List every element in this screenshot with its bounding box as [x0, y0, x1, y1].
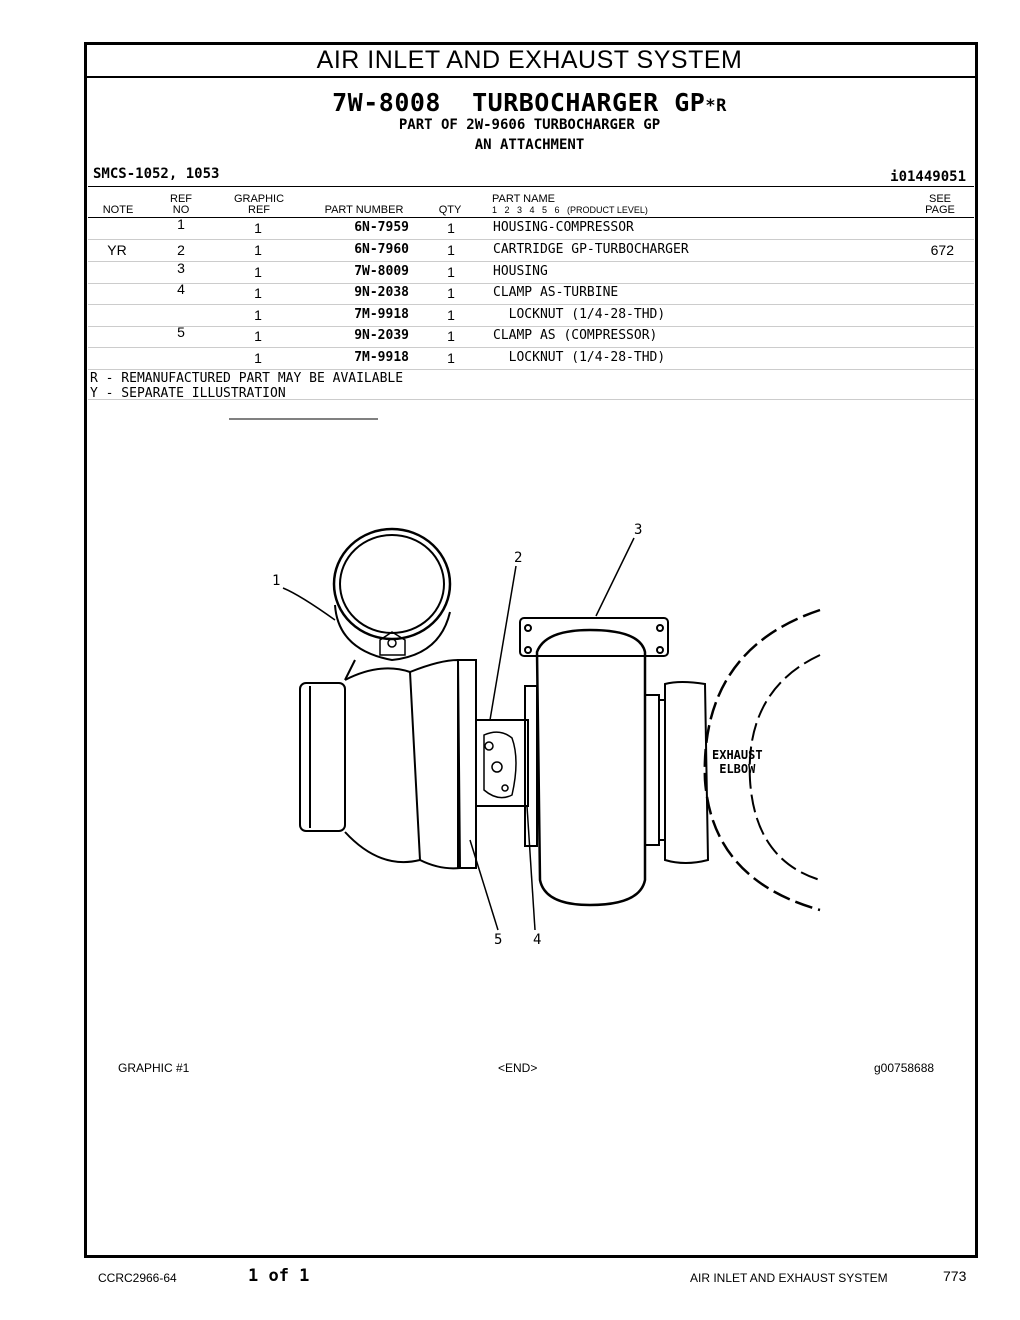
col-qty: QTY — [438, 204, 462, 216]
section-title: AIR INLET AND EXHAUST SYSTEM — [84, 44, 975, 78]
callout-1: 1 — [272, 573, 281, 589]
graphic-end-marker: <END> — [498, 1061, 538, 1075]
col-note: NOTE — [102, 204, 134, 216]
group-title: 7W-8008 TURBOCHARGER GP*R — [84, 88, 975, 117]
row-ref: 5 — [177, 324, 185, 340]
row-ref: 4 — [177, 281, 185, 297]
row-see-page: 672 — [930, 242, 954, 258]
row-ref: 1 — [177, 216, 185, 232]
note-remanufactured: R - REMANUFACTURED PART MAY BE AVAILABLE — [90, 371, 404, 386]
row-ref: 3 — [177, 260, 185, 276]
document-id: i01449051 — [890, 169, 966, 185]
row-part-name: CLAMP AS-TURBINE — [493, 285, 619, 300]
col-ref-2: NO — [172, 204, 190, 216]
group-suffix: *R — [705, 96, 727, 116]
table-row: YR 2 1 6N-7960 1 CARTRIDGE GP-TURBOCHARG… — [88, 240, 974, 262]
smcs-codes: SMCS-1052, 1053 — [93, 166, 220, 182]
row-graphic-ref: 1 — [254, 307, 262, 323]
group-name: TURBOCHARGER GP — [472, 88, 706, 117]
exhaust-label-line-2: ELBOW — [719, 762, 756, 776]
col-graphic-ref-1: GRAPHIC — [233, 193, 285, 205]
col-product-level: 1 2 3 4 5 6 (PRODUCT LEVEL) — [492, 205, 648, 215]
notes-rule — [88, 399, 974, 400]
table-row: 3 1 7W-8009 1 HOUSING — [88, 260, 974, 284]
row-qty: 1 — [447, 328, 455, 344]
table-row: 1 7M-9918 1 LOCKNUT (1/4-28-THD) — [88, 348, 974, 370]
row-graphic-ref: 1 — [254, 220, 262, 236]
row-part-name: HOUSING-COMPRESSOR — [493, 220, 634, 235]
table-row: 4 1 9N-2038 1 CLAMP AS-TURBINE — [88, 281, 974, 305]
note-separate-illustration: Y - SEPARATE ILLUSTRATION — [90, 386, 286, 401]
table-row: 5 1 9N-2039 1 CLAMP AS (COMPRESSOR) — [88, 324, 974, 348]
row-qty: 1 — [447, 242, 455, 258]
part-of-line: PART OF 2W-9606 TURBOCHARGER GP — [398, 117, 661, 133]
attachment-line: AN ATTACHMENT — [474, 137, 585, 153]
footer-section: AIR INLET AND EXHAUST SYSTEM — [690, 1271, 888, 1285]
row-qty: 1 — [447, 264, 455, 280]
col-see-page-2: PAGE — [925, 204, 955, 216]
row-part-name: LOCKNUT (1/4-28-THD) — [493, 350, 666, 365]
row-graphic-ref: 1 — [254, 328, 262, 344]
footer-page-count: 1 of 1 — [248, 1266, 310, 1286]
row-ref: 2 — [177, 242, 185, 258]
row-graphic-ref: 1 — [254, 264, 262, 280]
table-row: 1 7M-9918 1 LOCKNUT (1/4-28-THD) — [88, 305, 974, 327]
footer-doc-code: CCRC2966-64 — [98, 1271, 177, 1285]
exhaust-label-line-1: EXHAUST — [712, 748, 763, 762]
group-part-number: 7W-8008 — [332, 88, 441, 117]
page-frame — [84, 42, 978, 1258]
col-ref-1: REF — [170, 193, 192, 205]
row-part-name: CLAMP AS (COMPRESSOR) — [493, 328, 658, 343]
row-part-name: LOCKNUT (1/4-28-THD) — [493, 307, 666, 322]
row-part-number: 7M-9918 — [354, 350, 409, 365]
header-bottom-rule — [88, 217, 974, 218]
row-qty: 1 — [447, 285, 455, 301]
row-part-number: 7W-8009 — [354, 264, 409, 279]
callout-4: 4 — [533, 932, 542, 948]
col-graphic-ref-2: REF — [248, 204, 270, 216]
callout-5: 5 — [494, 932, 503, 948]
graphic-id: g00758688 — [874, 1061, 935, 1075]
row-qty: 1 — [447, 220, 455, 236]
row-note: YR — [107, 242, 127, 258]
footer-page-number: 773 — [943, 1268, 967, 1284]
row-graphic-ref: 1 — [254, 350, 262, 366]
callout-3: 3 — [634, 522, 643, 538]
row-part-number: 9N-2039 — [354, 328, 409, 343]
row-qty: 1 — [447, 350, 455, 366]
row-part-number: 9N-2038 — [354, 285, 409, 300]
row-qty: 1 — [447, 307, 455, 323]
row-part-name: HOUSING — [493, 264, 548, 279]
row-part-name: CARTRIDGE GP-TURBOCHARGER — [493, 242, 689, 257]
col-part-name: PART NAME — [492, 193, 555, 205]
row-part-number: 6N-7959 — [354, 220, 409, 235]
row-part-number: 6N-7960 — [354, 242, 409, 257]
callout-2: 2 — [514, 550, 523, 566]
row-graphic-ref: 1 — [254, 285, 262, 301]
notes: R - REMANUFACTURED PART MAY BE AVAILABLE… — [90, 371, 403, 401]
row-part-number: 7M-9918 — [354, 307, 409, 322]
exhaust-elbow-label: EXHAUST ELBOW — [712, 748, 763, 776]
col-see-page-1: SEE — [928, 193, 951, 205]
table-row: 1 1 6N-7959 1 HOUSING-COMPRESSOR — [88, 216, 974, 240]
col-part-number: PART NUMBER — [324, 204, 404, 216]
graphic-number: GRAPHIC #1 — [118, 1061, 190, 1075]
header-top-rule — [88, 186, 974, 187]
row-graphic-ref: 1 — [254, 242, 262, 258]
